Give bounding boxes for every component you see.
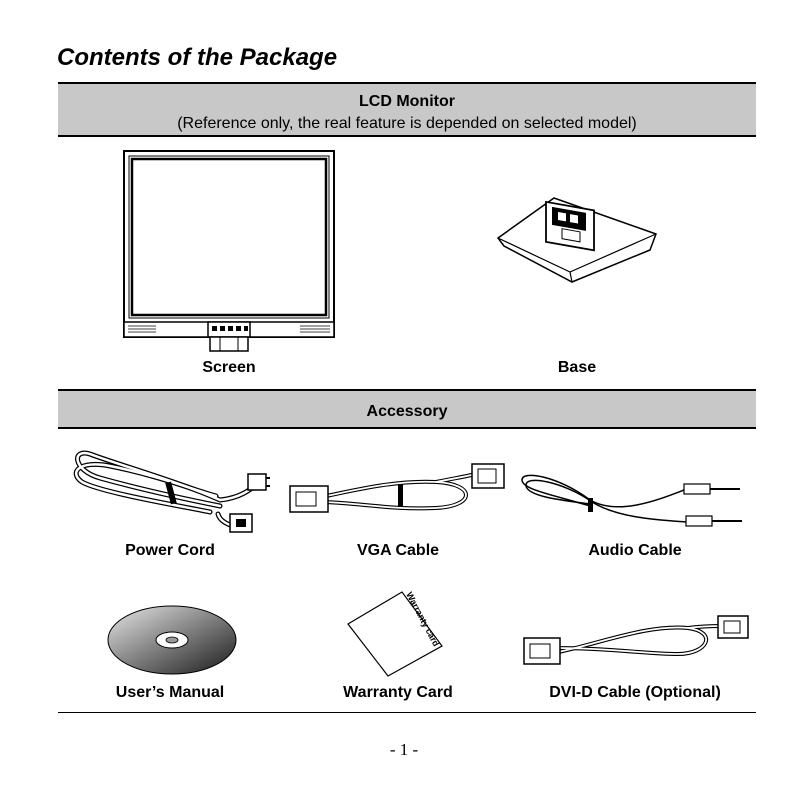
users-manual-label: User’s Manual bbox=[115, 684, 225, 701]
page-number: - 1 - bbox=[389, 740, 419, 759]
screen-label: Screen bbox=[202, 359, 256, 376]
bottom-divider bbox=[58, 712, 756, 713]
audio-cable-label: Audio Cable bbox=[588, 542, 682, 559]
cd-disc-icon bbox=[107, 605, 237, 675]
monitor-section-subtitle: (Reference only, the real feature is dep… bbox=[177, 115, 637, 132]
power-cord-icon bbox=[73, 450, 270, 533]
dvi-cable-icon bbox=[523, 615, 749, 665]
lcd-screen-icon bbox=[123, 150, 335, 352]
page-title: Contents of the Package bbox=[57, 44, 338, 71]
warranty-card-icon: Warranty card bbox=[347, 590, 443, 677]
monitor-section-header: LCD Monitor (Reference only, the real fe… bbox=[58, 82, 756, 137]
warranty-card-label: Warranty Card bbox=[343, 684, 453, 701]
dvi-d-cable-label: DVI-D Cable (Optional) bbox=[549, 684, 721, 701]
power-cord-label: Power Cord bbox=[125, 542, 215, 559]
vga-cable-icon bbox=[289, 463, 505, 513]
base-label: Base bbox=[557, 359, 597, 376]
vga-cable-label: VGA Cable bbox=[356, 542, 440, 559]
accessory-section-title: Accessory bbox=[366, 403, 448, 420]
audio-cable-icon bbox=[521, 474, 742, 527]
monitor-base-icon bbox=[496, 197, 657, 283]
monitor-section-title: LCD Monitor bbox=[359, 93, 455, 110]
accessory-section-header: Accessory bbox=[58, 389, 756, 429]
